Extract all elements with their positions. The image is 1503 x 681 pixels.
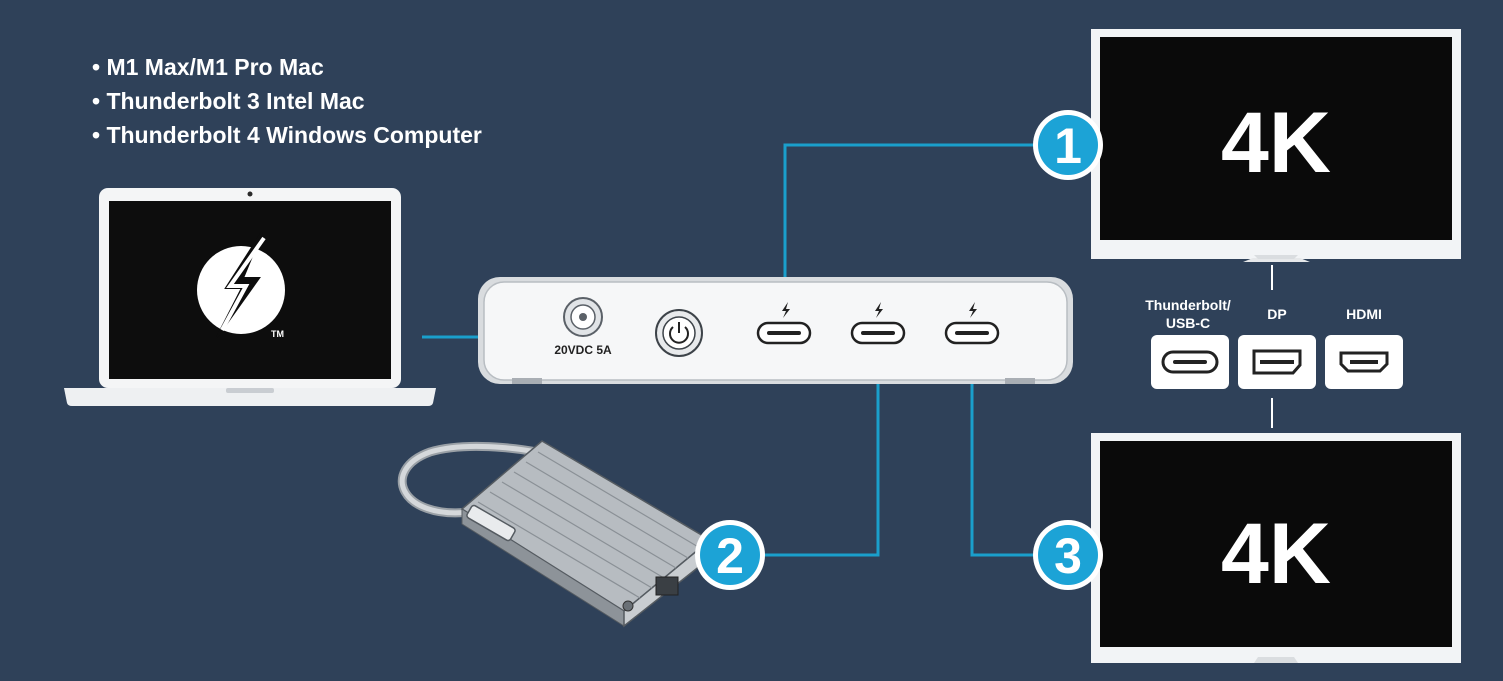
compat-item: • Thunderbolt 3 Intel Mac — [92, 88, 365, 114]
heatsink-fins — [477, 451, 701, 599]
cables — [422, 143, 1035, 557]
power-button[interactable] — [655, 309, 703, 357]
callout-number: 2 — [716, 528, 744, 584]
port-label-hdmi: HDMI — [1346, 306, 1382, 322]
dc-power-jack-icon — [563, 297, 603, 337]
power-icon — [669, 326, 689, 344]
callout-3: 3 — [1033, 520, 1103, 590]
ethernet-port-icon — [655, 576, 679, 596]
compat-item: • Thunderbolt 4 Windows Computer — [92, 122, 482, 148]
monitor-resolution-label: 4K — [1221, 506, 1331, 602]
callout-number: 1 — [1054, 118, 1082, 174]
callout-1: 1 — [1033, 110, 1103, 180]
thunderbolt-bolt-icon — [782, 302, 790, 318]
thunderbolt-dock: 20VDC 5A — [478, 277, 1073, 384]
usb-c-port-icon — [1151, 335, 1229, 389]
port-legend: Thunderbolt/ USB-C DP HDMI — [1145, 297, 1403, 389]
cable-to-monitor-1 — [783, 143, 1035, 292]
monitor-bottom: 4K — [1091, 433, 1461, 663]
compatibility-list: • M1 Max/M1 Pro Mac • Thunderbolt 3 Inte… — [92, 50, 482, 152]
monitor-top: 4K — [1091, 29, 1461, 262]
power-rating-label: 20VDC 5A — [554, 343, 612, 357]
cable-to-adapter-2 — [760, 358, 880, 557]
thunderbolt-logo-icon — [197, 231, 285, 338]
port-label-thunderbolt-line2: USB-C — [1166, 315, 1210, 331]
port-label-thunderbolt: Thunderbolt/ — [1145, 297, 1231, 313]
displayport-icon — [1238, 335, 1316, 389]
callout-2: 2 — [695, 520, 765, 590]
cable-to-monitor-3 — [970, 358, 1035, 557]
thunderbolt-bolt-icon — [875, 302, 883, 318]
callout-number: 3 — [1054, 528, 1082, 584]
ethernet-adapter — [397, 440, 712, 628]
monitor-resolution-label: 4K — [1221, 95, 1331, 191]
thunderbolt-port-1[interactable] — [756, 302, 812, 345]
thunderbolt-port-3[interactable] — [944, 302, 1000, 345]
hdmi-port-icon — [1325, 335, 1403, 389]
trademark-label: TM — [271, 329, 284, 339]
laptop: TM — [64, 188, 436, 406]
port-label-dp: DP — [1267, 306, 1286, 322]
thunderbolt-port-2[interactable] — [850, 302, 906, 345]
thunderbolt-bolt-icon — [969, 302, 977, 318]
compat-item: • M1 Max/M1 Pro Mac — [92, 54, 324, 80]
